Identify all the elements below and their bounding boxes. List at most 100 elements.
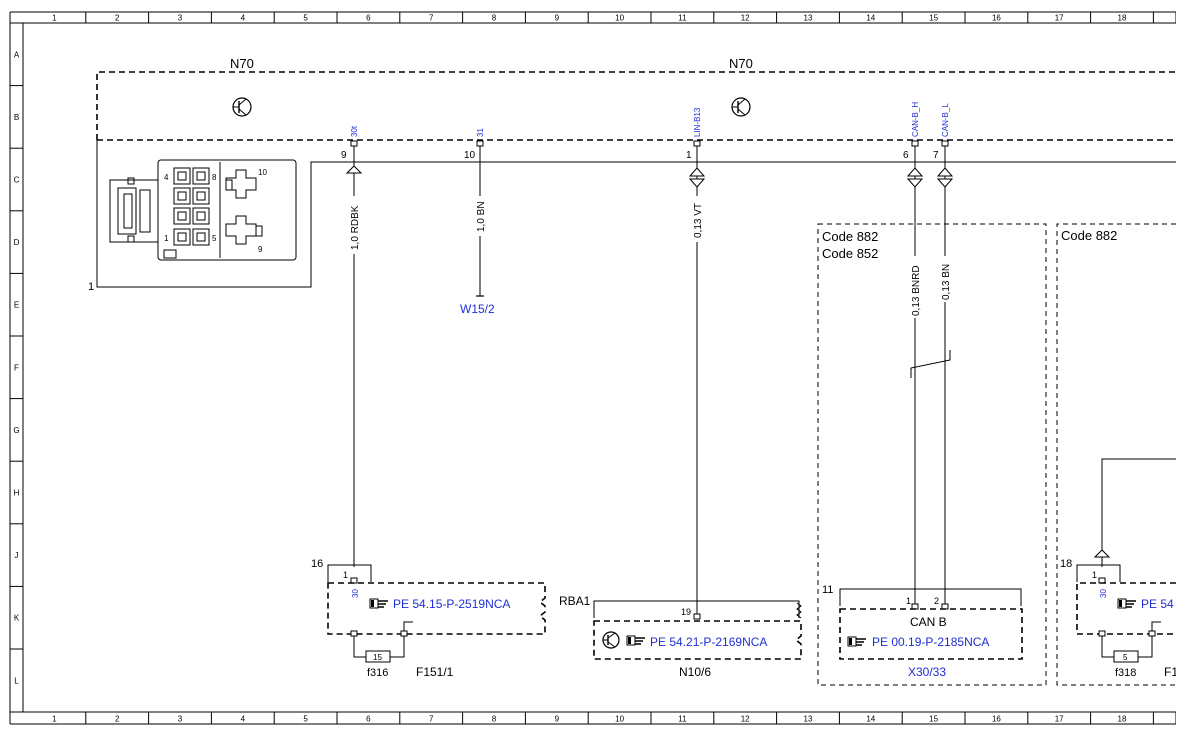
wire-can-h: 0,13 BNRD bbox=[906, 146, 924, 604]
row-label: H bbox=[14, 489, 20, 498]
can-label: CAN B bbox=[910, 615, 947, 629]
code-label: Code 882 bbox=[822, 229, 878, 244]
column-label: 18 bbox=[1118, 14, 1127, 23]
pointing-hand-icon bbox=[626, 635, 645, 646]
column-label: 5 bbox=[303, 715, 308, 724]
pin-number: 9 bbox=[341, 150, 347, 161]
row-label: J bbox=[15, 551, 19, 560]
pin-lin-b13: LIN-B13 1 bbox=[686, 107, 702, 161]
row-label: K bbox=[14, 614, 20, 623]
column-label: 9 bbox=[555, 715, 560, 724]
row-label: C bbox=[14, 176, 20, 185]
column-label: 6 bbox=[366, 14, 371, 23]
connector-pin-label: 4 bbox=[164, 173, 169, 182]
column-label: 7 bbox=[429, 14, 434, 23]
column-label: 12 bbox=[741, 715, 750, 724]
pin-signal-label: 30 bbox=[351, 589, 360, 598]
group-number: 18 bbox=[1060, 558, 1072, 570]
pointing-hand-icon bbox=[847, 636, 866, 647]
pin-30t: 30t 9 bbox=[341, 125, 359, 161]
reference-link[interactable]: PE 54.15-P-2519NCA bbox=[393, 597, 510, 611]
can-b-block: 11 1 2 CAN B PE 00.19-P-2185NCA X30/33 bbox=[822, 584, 1023, 679]
connector-ref-number: 1 bbox=[88, 281, 94, 293]
connector-pin-label: 5 bbox=[212, 234, 217, 243]
pin-number: 1 bbox=[686, 150, 692, 161]
code-label: Code 852 bbox=[822, 246, 878, 261]
n70-label-right: N70 bbox=[729, 56, 753, 71]
fuse-name: f316 bbox=[367, 667, 388, 679]
row-label: E bbox=[14, 301, 19, 310]
wire-can-l: 0,13 BN bbox=[936, 146, 954, 604]
pin-number: 2 bbox=[934, 596, 939, 606]
row-label: B bbox=[14, 113, 19, 122]
row-label: D bbox=[14, 238, 20, 247]
column-label: 9 bbox=[555, 14, 560, 23]
column-label: 11 bbox=[678, 14, 687, 23]
wire-label: 1,0 BN bbox=[476, 201, 487, 232]
connector-pin-label: 10 bbox=[258, 168, 267, 177]
column-label: 13 bbox=[804, 14, 813, 23]
fuse-label: F1 bbox=[1164, 665, 1178, 679]
code-box-1: Code 882 Code 852 bbox=[817, 223, 1047, 686]
pin-signal-label: 30t bbox=[350, 125, 359, 137]
column-label: 7 bbox=[429, 715, 434, 724]
row-label: A bbox=[14, 50, 20, 59]
reference-link[interactable]: PE 00.19-P-2185NCA bbox=[872, 635, 989, 649]
column-label: 15 bbox=[929, 14, 938, 23]
column-label: 16 bbox=[992, 14, 1001, 23]
column-label: 17 bbox=[1055, 14, 1064, 23]
connector-pin-label: 8 bbox=[212, 173, 217, 182]
column-label: 5 bbox=[303, 14, 308, 23]
sub-pin: 1 bbox=[1092, 570, 1097, 580]
column-label: 15 bbox=[929, 715, 938, 724]
column-label: 8 bbox=[492, 715, 497, 724]
pin-number: 19 bbox=[681, 607, 691, 617]
wire-30t: 1,0 RDBK bbox=[345, 146, 363, 567]
column-label: 12 bbox=[741, 14, 750, 23]
component-label: N10/6 bbox=[679, 665, 711, 679]
transistor-icon bbox=[232, 97, 252, 117]
pin-number: 1 bbox=[906, 596, 911, 606]
column-label: 1 bbox=[52, 14, 57, 23]
code-label: Code 882 bbox=[1061, 228, 1117, 243]
column-label: 14 bbox=[866, 14, 875, 23]
group-label: RBA1 bbox=[559, 594, 591, 608]
fuse-number: 15 bbox=[373, 653, 382, 662]
fuse-box-right: 18 1 30 5 f318 F1 PE 54 bbox=[1060, 458, 1178, 679]
column-label: 14 bbox=[866, 715, 875, 724]
n70-label-left: N70 bbox=[230, 56, 254, 71]
connector-link[interactable]: X30/33 bbox=[908, 665, 946, 679]
row-label: G bbox=[13, 426, 19, 435]
pin-signal-label: CAN-B_L bbox=[941, 103, 950, 137]
column-label: 3 bbox=[178, 715, 183, 724]
column-label: 10 bbox=[615, 14, 624, 23]
fuse-box-f151: 16 1 30 15 f316 F151/1 PE 54.15-P-2519NC… bbox=[311, 558, 546, 679]
pin-signal-label: 31 bbox=[476, 128, 485, 137]
code-box-2: Code 882 bbox=[1056, 223, 1176, 686]
group-number: 11 bbox=[822, 584, 833, 596]
column-label: 6 bbox=[366, 715, 371, 724]
reference-link[interactable]: PE 54.21-P-2169NCA bbox=[650, 635, 767, 649]
row-label: L bbox=[14, 676, 19, 685]
column-label: 1 bbox=[52, 715, 57, 724]
wire-label: 1,0 RDBK bbox=[350, 205, 361, 250]
wire-31: 1,0 BN W15/2 bbox=[460, 146, 495, 316]
fuse-number: 5 bbox=[1123, 653, 1128, 662]
reference-link[interactable]: PE 54 bbox=[1141, 597, 1174, 611]
column-label: 18 bbox=[1118, 715, 1127, 724]
fuse-name: f318 bbox=[1115, 667, 1136, 679]
ground-label: W15/2 bbox=[460, 302, 495, 316]
column-label: 8 bbox=[492, 14, 497, 23]
wire-label: 0,13 BN bbox=[941, 264, 952, 300]
column-label: 17 bbox=[1055, 715, 1064, 724]
column-label: 10 bbox=[615, 715, 624, 724]
column-label: 16 bbox=[992, 715, 1001, 724]
column-label: 4 bbox=[241, 14, 246, 23]
sub-pin: 1 bbox=[343, 570, 348, 580]
pointing-hand-icon bbox=[1117, 598, 1136, 609]
pointing-hand-icon bbox=[369, 598, 388, 609]
twisted-pair-mark bbox=[910, 350, 951, 378]
